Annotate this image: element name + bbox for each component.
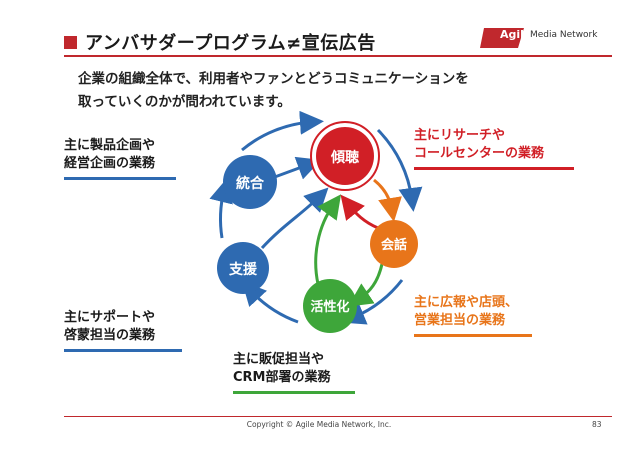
node-activate: 活性化 xyxy=(303,279,357,333)
callout-support: 主にサポートや 啓蒙担当の業務 xyxy=(64,309,182,352)
callout-pr-underline xyxy=(414,334,532,337)
callout-sales-line-2: CRM部署の業務 xyxy=(233,370,331,385)
callout-pr-line-2: 営業担当の業務 xyxy=(414,313,506,328)
callout-planning: 主に製品企画や 経営企画の業務 xyxy=(64,137,176,180)
arrow-talk-to-activate xyxy=(348,263,384,307)
callout-research: 主にリサーチや コールセンターの業務 xyxy=(414,127,574,170)
node-support-label: 支援 xyxy=(228,261,258,278)
callout-pr: 主に広報や店頭、 営業担当の業務 xyxy=(414,294,544,337)
page-title: アンバサダープログラム≠宣伝広告 xyxy=(85,33,376,54)
node-listen-label: 傾聴 xyxy=(330,149,359,166)
node-listen: 傾聴 xyxy=(310,121,380,191)
callout-support-line-2: 啓蒙担当の業務 xyxy=(64,328,156,343)
callout-sales-line-1: 主に販促担当や xyxy=(233,352,325,367)
arrow-integrate-to-listen xyxy=(271,156,322,180)
outer-arc-integrate-to-listen xyxy=(241,110,324,152)
callout-support-line-1: 主にサポートや xyxy=(64,310,156,325)
node-conversation: 会話 xyxy=(370,220,418,268)
callout-pr-line-1: 主に広報や店頭、 xyxy=(414,295,519,310)
node-integrate: 統合 xyxy=(223,155,277,209)
logo-badge-icon xyxy=(480,28,524,48)
intro-line-1: 企業の組織全体で、利用者やファンとどうコミュニケーションを xyxy=(78,71,469,87)
intro-line-2: 取っていくのかが問われています。 xyxy=(78,94,291,110)
logo-text-network: Media Network xyxy=(530,30,598,40)
callout-planning-underline xyxy=(64,177,176,180)
node-activate-label: 活性化 xyxy=(310,299,349,315)
outer-arc-activate-to-support xyxy=(241,281,299,324)
arrow-listen-to-talk xyxy=(373,178,402,222)
logo-text-agile: Agile xyxy=(500,28,532,41)
callout-research-underline xyxy=(414,167,574,170)
footer-copyright: Copyright © Agile Media Network, Inc. xyxy=(246,420,392,429)
title-square-icon xyxy=(64,35,77,49)
node-support: 支援 xyxy=(217,242,269,294)
callout-research-line-2: コールセンターの業務 xyxy=(414,146,545,161)
callout-planning-line-1: 主に製品企画や xyxy=(64,138,156,153)
title-rule xyxy=(64,55,612,57)
node-conversation-label: 会話 xyxy=(381,237,407,253)
outer-arc-talk-to-activate xyxy=(340,279,404,325)
node-integrate-label: 統合 xyxy=(236,175,265,192)
callout-support-underline xyxy=(64,349,182,352)
intro-text: 企業の組織全体で、利用者やファンとどうコミュニケーションを 取っていくのかが問わ… xyxy=(78,68,548,114)
callout-sales-underline xyxy=(233,391,355,394)
footer-rule xyxy=(64,416,612,417)
company-logo: Agile Media Network xyxy=(480,24,612,52)
callout-research-line-1: 主にリサーチや xyxy=(414,128,506,143)
page-number: 83 xyxy=(592,420,602,429)
callout-planning-line-2: 経営企画の業務 xyxy=(64,156,156,171)
arrow-activate-to-listen xyxy=(314,194,342,285)
outer-arc-support-to-integrate xyxy=(209,178,233,239)
arrow-talk-to-listen xyxy=(340,194,379,230)
title-bar: アンバサダープログラム≠宣伝広告 xyxy=(64,29,376,55)
arrow-support-to-listen xyxy=(260,187,329,250)
callout-sales: 主に販促担当や CRM部署の業務 xyxy=(233,351,355,394)
outer-arc-listen-to-talk xyxy=(376,128,423,212)
